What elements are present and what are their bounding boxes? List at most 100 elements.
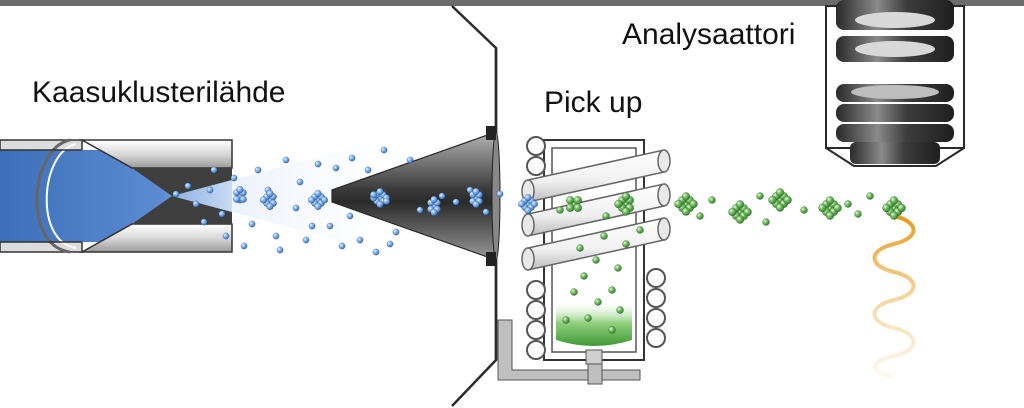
dopant-atom xyxy=(602,212,610,220)
particle-layer xyxy=(172,146,906,334)
helium-droplet xyxy=(496,190,504,198)
helium-droplet xyxy=(230,174,238,182)
dopant-atom xyxy=(622,240,630,248)
helium-cluster xyxy=(430,208,438,217)
helium-cluster xyxy=(259,196,268,204)
helium-cluster xyxy=(266,189,274,198)
doped-cluster xyxy=(825,211,835,220)
doped-cluster xyxy=(735,215,745,224)
doped-cluster xyxy=(833,203,842,213)
helium-droplet xyxy=(386,240,394,248)
doped-cluster xyxy=(768,195,777,205)
helium-cluster xyxy=(314,202,322,211)
pickup-cell-icon xyxy=(497,136,671,385)
helium-droplet xyxy=(292,204,300,212)
doped-cluster xyxy=(825,196,835,205)
helium-droplet xyxy=(380,146,388,154)
helium-cluster xyxy=(233,195,241,203)
doped-cluster xyxy=(681,192,691,201)
dopant-atom xyxy=(762,218,770,226)
source-label: Kaasuklusterilähde xyxy=(32,76,286,109)
doped-cluster xyxy=(621,207,631,216)
dopant-atom xyxy=(844,200,852,208)
helium-cluster xyxy=(517,200,526,208)
helium-droplet xyxy=(210,166,218,174)
helium-droplet xyxy=(452,198,460,206)
doped-cluster xyxy=(735,200,745,209)
helium-droplet xyxy=(438,192,446,200)
doped-cluster xyxy=(689,199,698,209)
helium-droplet xyxy=(192,200,200,208)
helium-droplet xyxy=(372,248,380,256)
helium-droplet xyxy=(200,218,208,226)
dopant-atom xyxy=(608,286,616,294)
doped-cluster xyxy=(743,207,752,217)
helium-cluster xyxy=(382,197,391,205)
dopant-atom xyxy=(866,192,874,200)
helium-droplet xyxy=(364,166,372,174)
doped-cluster xyxy=(728,207,737,217)
doped-cluster xyxy=(565,195,575,205)
analyzer-icon xyxy=(825,0,965,167)
pickup-label: Pick up xyxy=(544,86,643,119)
helium-droplet xyxy=(346,212,354,220)
dopant-atom xyxy=(584,314,592,322)
helium-droplet xyxy=(338,242,346,250)
dopant-atom xyxy=(562,316,570,324)
dopant-atom xyxy=(580,272,588,280)
helium-droplet xyxy=(356,236,364,244)
helium-droplet xyxy=(416,206,424,214)
helium-droplet xyxy=(314,160,322,168)
dopant-atom xyxy=(594,298,602,306)
helium-droplet xyxy=(406,156,414,164)
helium-cluster xyxy=(376,200,384,209)
helium-cluster xyxy=(376,187,384,196)
helium-cluster xyxy=(524,193,532,202)
helium-droplet xyxy=(392,228,400,236)
helium-droplet xyxy=(332,164,340,172)
dopant-atom xyxy=(592,256,600,264)
doped-cluster xyxy=(882,203,891,213)
helium-cluster xyxy=(314,189,322,198)
helium-cluster xyxy=(524,206,532,215)
dopant-atom xyxy=(696,212,704,220)
doped-cluster xyxy=(897,203,906,213)
doped-cluster xyxy=(889,211,899,220)
doped-cluster xyxy=(573,195,583,205)
dopant-atom xyxy=(600,232,608,240)
helium-droplet xyxy=(302,236,310,244)
helium-cluster xyxy=(472,200,480,209)
helium-droplet xyxy=(254,166,262,174)
doped-cluster xyxy=(674,199,683,209)
doped-cluster xyxy=(775,188,785,197)
helium-cluster xyxy=(472,187,480,196)
doped-cluster xyxy=(775,203,785,212)
helium-cluster xyxy=(266,202,274,211)
helium-cluster xyxy=(320,196,329,204)
analyzer-label: Analysaattori xyxy=(622,18,796,51)
top-bar xyxy=(0,0,1024,6)
helium-cluster xyxy=(239,195,247,203)
doped-cluster xyxy=(783,195,792,205)
helium-droplet xyxy=(272,232,280,240)
doped-cluster xyxy=(614,199,623,209)
doped-cluster xyxy=(818,203,827,213)
helium-droplet xyxy=(218,210,226,218)
beam-cone xyxy=(172,130,420,262)
dopant-atom xyxy=(576,244,584,252)
skimmer-icon xyxy=(331,126,501,266)
dopant-atom xyxy=(614,264,622,272)
dopant-atom xyxy=(800,206,808,214)
helium-droplet xyxy=(482,208,490,216)
helium-cluster xyxy=(369,191,378,199)
helium-droplet xyxy=(248,220,256,228)
helium-droplet xyxy=(240,242,248,250)
helium-cluster xyxy=(236,185,244,194)
doped-cluster xyxy=(621,192,631,201)
helium-droplet xyxy=(184,182,192,190)
dopant-atom xyxy=(570,288,578,296)
doped-cluster xyxy=(565,203,575,213)
helium-droplet xyxy=(282,156,290,164)
